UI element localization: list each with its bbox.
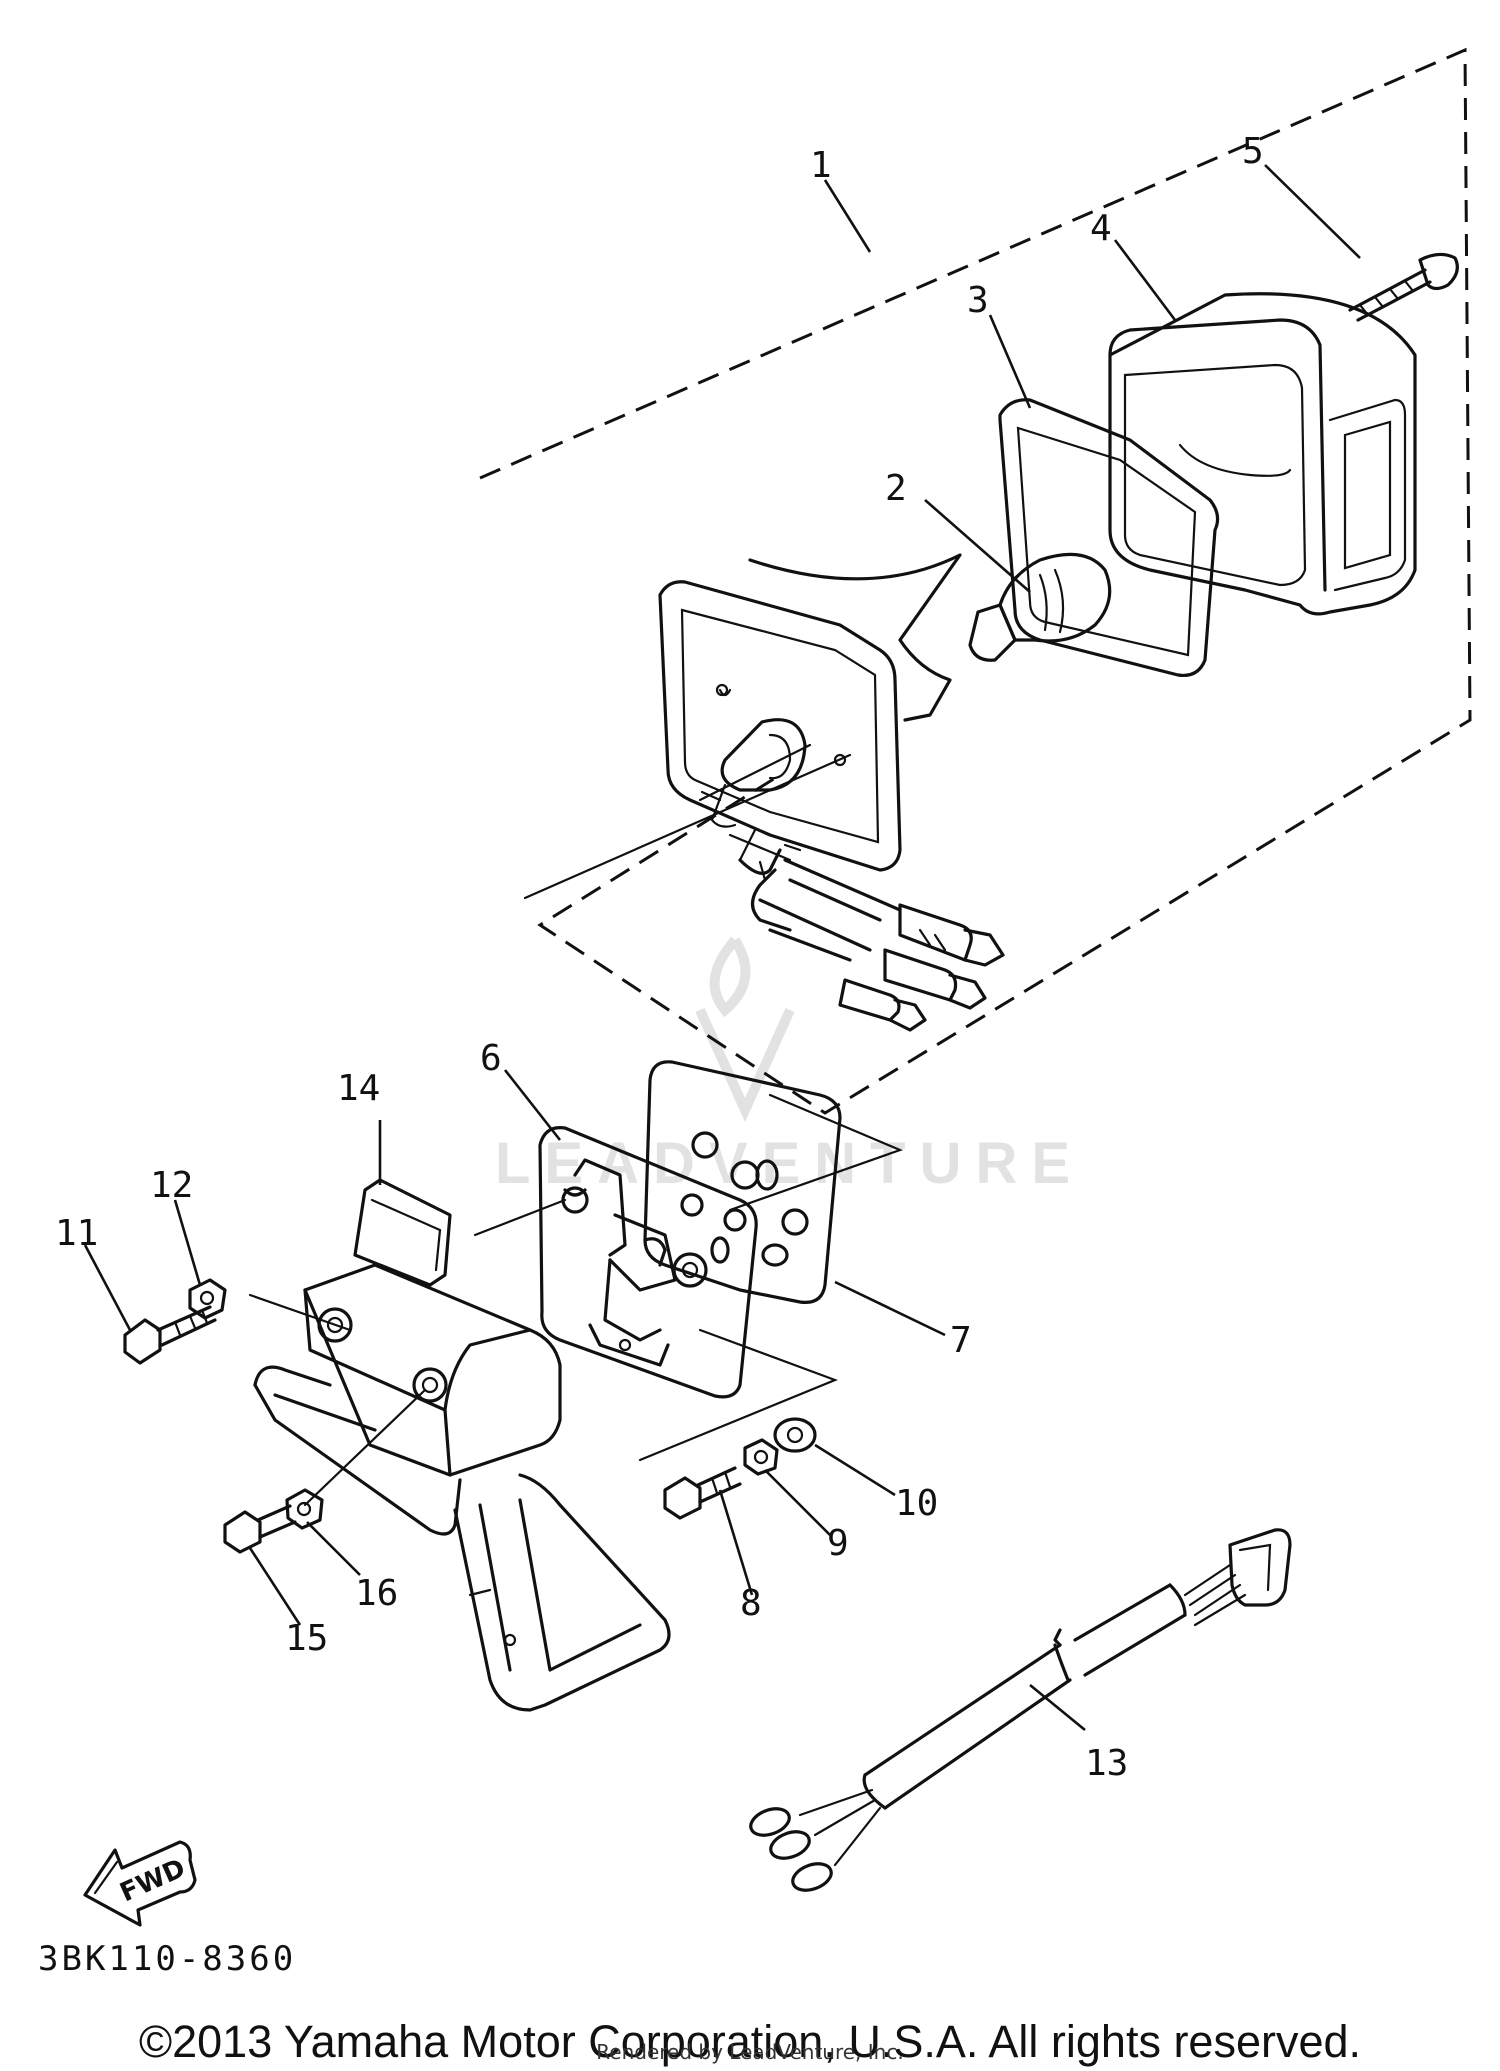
part-6-bracket — [538, 1126, 758, 1399]
part-3-gasket — [998, 398, 1220, 678]
callout-12: 12 — [150, 1165, 193, 1206]
callout-6: 6 — [480, 1038, 502, 1079]
callout-1: 1 — [810, 145, 832, 186]
fwd-label: FWD — [116, 1853, 190, 1908]
part-7-plate-cover — [643, 1060, 842, 1304]
callout-4: 4 — [1090, 208, 1112, 249]
light-base — [658, 553, 962, 882]
arm-leader-line — [248, 1293, 352, 1332]
callout-15: 15 — [285, 1618, 328, 1659]
part-16-nut — [285, 1488, 324, 1530]
plate-leader-line — [728, 1093, 904, 1212]
watermark-logo — [695, 936, 795, 1123]
arm-leader-line-2 — [303, 1388, 427, 1507]
callout-13: 13 — [1085, 1743, 1128, 1784]
callout-7: 7 — [950, 1320, 972, 1361]
bracket-leader-line — [473, 1198, 567, 1237]
part-15-bolt — [223, 1504, 297, 1554]
assembly-boundary — [479, 47, 1472, 1115]
callout-5: 5 — [1242, 131, 1264, 172]
callout-14: 14 — [337, 1068, 380, 1109]
callout-16: 16 — [355, 1573, 398, 1614]
wire-leads — [750, 858, 1005, 1032]
part-10-washer — [773, 1417, 817, 1453]
callout-8: 8 — [740, 1583, 762, 1624]
callout-3: 3 — [967, 280, 989, 321]
part-11-bolt — [123, 1305, 217, 1365]
assembly-leader-line-2 — [698, 743, 812, 802]
fwd-arrow-icon: FWD — [83, 1840, 197, 1927]
callout-9: 9 — [827, 1523, 849, 1564]
callout-10: 10 — [895, 1483, 938, 1524]
assembly-leader-line — [523, 753, 852, 900]
rendered-by-note: Rendered by LeadVenture, Inc. — [596, 2040, 904, 2064]
copyright-notice: ©2013 Yamaha Motor Corporation, U.S.A. A… — [138, 2016, 1362, 2067]
part-2-bulb — [968, 552, 1112, 662]
part-9-washer — [743, 1438, 779, 1476]
part-13-wire-harness — [749, 1528, 1292, 1892]
part-14-mount-bracket — [253, 1178, 671, 1712]
callout-2: 2 — [885, 468, 907, 509]
callout-11: 11 — [55, 1213, 98, 1254]
bracket-leader-line-2 — [638, 1328, 839, 1462]
part-8-bolt — [663, 1466, 742, 1520]
part-4-lens — [1108, 292, 1417, 616]
drawing-code: 3BK110-8360 — [38, 1939, 296, 1979]
callout-leaders — [83, 164, 1361, 1732]
part-12-washer — [188, 1278, 227, 1320]
part-5-screw — [1348, 252, 1459, 322]
